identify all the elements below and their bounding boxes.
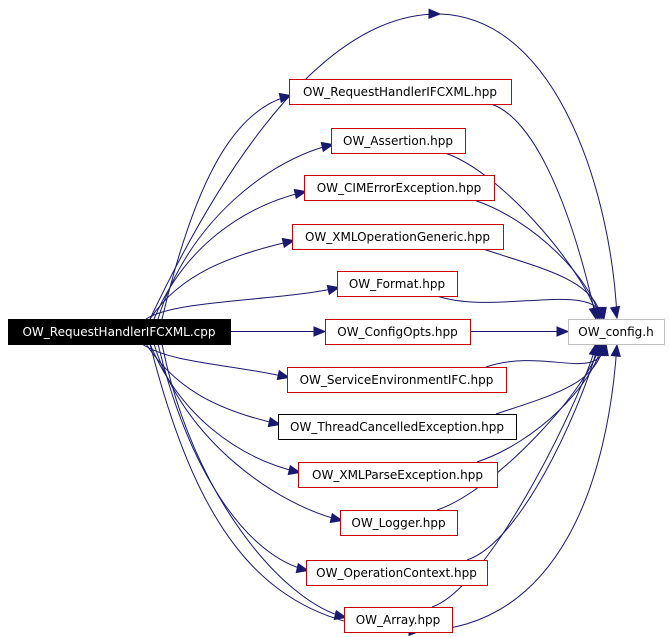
- edge-ow-threadcancelledexception-hpp-to-config-line: [495, 343, 605, 415]
- node-ow-cimerrorexception-hpp-box: [304, 175, 495, 201]
- nodes-layer: OW_RequestHandlerIFCXML.cpp OW_RequestHan…: [8, 79, 665, 633]
- edge-root-to-config-bottom-b: [419, 344, 618, 632]
- node-ow-cimerrorexception-hpp-label: OW_CIMErrorException.hpp: [317, 181, 482, 195]
- edge-root-to-ow-xmloperationgeneric-hpp-line: [149, 240, 295, 320]
- node-ow-assertion-hpp[interactable]: OW_Assertion.hpp: [331, 128, 466, 154]
- node-ow-serviceenvironmentifc-hpp[interactable]: OW_ServiceEnvironmentIFC.hpp: [287, 367, 507, 393]
- node-ow-assertion-hpp-label: OW_Assertion.hpp: [343, 134, 453, 148]
- node-ow-threadcancelledexception-hpp[interactable]: OW_ThreadCancelledException.hpp: [278, 414, 517, 440]
- edge-root-to-ow-format-hpp-arrowhead: [326, 284, 341, 296]
- target-node-box: [568, 319, 665, 345]
- edge-root-to-ow-array-hpp-arrowhead: [333, 609, 348, 621]
- edge-root-to-ow-xmlparseexception-hpp-line: [149, 343, 301, 473]
- node-ow-array-hpp[interactable]: OW_Array.hpp: [344, 607, 453, 633]
- root-node-box: [8, 319, 231, 345]
- edge-ow-serviceenvironmentifc-hpp-to-config-line: [485, 343, 607, 368]
- node-ow-operationcontext-hpp-box: [306, 560, 488, 586]
- node-ow-serviceenvironmentifc-hpp-label: OW_ServiceEnvironmentIFC.hpp: [300, 373, 494, 387]
- edge-root-to-ow-threadcancelledexception-hpp-arrowhead: [267, 416, 282, 428]
- node-ow-format-hpp-label: OW_Format.hpp: [349, 277, 445, 291]
- node-ow-xmlparseexception-hpp-box: [298, 462, 498, 488]
- edge-ow-xmloperationgeneric-hpp-to-config-line: [482, 248, 603, 320]
- edge-ow-configopts-hpp-to-config-arrowhead: [556, 326, 570, 337]
- node-ow-threadcancelledexception-hpp-label: OW_ThreadCancelledException.hpp: [290, 420, 504, 434]
- edge-root-to-ow-assertion-hpp-arrowhead: [320, 141, 335, 153]
- edge-root-to-ow-requesthandlerifcxml-hpp-arrowhead: [278, 92, 293, 104]
- edge-root-to-ow-logger-hpp-arrowhead: [329, 512, 344, 524]
- node-ow-logger-hpp-label: OW_Logger.hpp: [351, 516, 445, 530]
- edge-root-to-config-top-a-arrowhead: [428, 8, 442, 20]
- edge-root-to-ow-requesthandlerifcxml-hpp-line: [161, 95, 292, 320]
- node-ow-array-hpp-box: [344, 607, 453, 633]
- edge-root-to-config-bottom-arrowhead: [610, 343, 621, 358]
- node-ow-configopts-hpp[interactable]: OW_ConfigOpts.hpp: [325, 319, 471, 345]
- edge-root-to-ow-cimerrorexception-hpp-line: [153, 191, 307, 320]
- node-ow-logger-hpp-box: [340, 510, 458, 536]
- edge-root-to-ow-array-hpp-line: [161, 343, 347, 618]
- edges-layer: [141, 8, 621, 637]
- node-ow-assertion-hpp-box: [331, 128, 466, 154]
- edge-ow-format-hpp-to-config-arrowhead: [596, 306, 607, 321]
- target-node-label: OW_config.h: [578, 325, 653, 339]
- edge-root-to-ow-configopts-hpp-arrowhead: [313, 326, 327, 337]
- node-ow-operationcontext-hpp-label: OW_OperationContext.hpp: [316, 566, 477, 580]
- edge-ow-format-hpp-to-config-line: [436, 295, 605, 320]
- edge-root-to-ow-serviceenvironmentifc-hpp-arrowhead: [276, 369, 291, 381]
- edge-root-to-ow-xmlparseexception-hpp-arrowhead: [287, 464, 302, 476]
- node-ow-xmloperationgeneric-hpp-box: [292, 224, 504, 250]
- edge-root-to-config-top-b: [439, 13, 618, 319]
- edge-ow-assertion-hpp-to-config-line: [444, 152, 599, 320]
- root-node-label: OW_RequestHandlerIFCXML.cpp: [22, 325, 215, 339]
- node-ow-xmlparseexception-hpp[interactable]: OW_XMLParseException.hpp: [298, 462, 498, 488]
- edge-ow-xmlparseexception-hpp-to-config-line: [476, 343, 603, 463]
- node-ow-logger-hpp[interactable]: OW_Logger.hpp: [340, 510, 458, 536]
- edge-ow-array-hpp-to-config-line: [431, 343, 597, 608]
- node-ow-requesthandlerifcxml-hpp[interactable]: OW_RequestHandlerIFCXML.hpp: [289, 79, 512, 105]
- edge-root-to-ow-threadcancelledexception-hpp-line: [145, 343, 281, 425]
- node-ow-configopts-hpp-label: OW_ConfigOpts.hpp: [337, 325, 458, 339]
- edge-root-to-ow-logger-hpp-line: [153, 343, 343, 521]
- edge-ow-cimerrorexception-hpp-to-config-line: [473, 199, 601, 320]
- edge-root-to-ow-serviceenvironmentifc-hpp-line: [141, 343, 290, 378]
- node-ow-xmloperationgeneric-hpp-label: OW_XMLOperationGeneric.hpp: [305, 230, 490, 244]
- node-ow-serviceenvironmentifc-hpp-box: [287, 367, 507, 393]
- node-ow-threadcancelledexception-hpp-box: [278, 414, 517, 440]
- node-ow-xmloperationgeneric-hpp[interactable]: OW_XMLOperationGeneric.hpp: [292, 224, 504, 250]
- root-node: OW_RequestHandlerIFCXML.cpp: [8, 319, 231, 345]
- node-ow-operationcontext-hpp[interactable]: OW_OperationContext.hpp: [306, 560, 488, 586]
- edge-ow-operationcontext-hpp-to-config-line: [466, 343, 599, 561]
- edge-root-to-config-top-a-line: [149, 13, 441, 320]
- node-ow-requesthandlerifcxml-hpp-box: [289, 79, 512, 105]
- node-ow-configopts-hpp-box: [325, 319, 471, 345]
- edge-root-to-ow-cimerrorexception-hpp-arrowhead: [293, 188, 308, 200]
- node-ow-requesthandlerifcxml-hpp-label: OW_RequestHandlerIFCXML.hpp: [303, 85, 497, 99]
- node-ow-xmlparseexception-hpp-label: OW_XMLParseException.hpp: [312, 468, 483, 482]
- edge-root-to-ow-format-hpp-line: [145, 287, 340, 320]
- edge-ow-requesthandlerifcxml-hpp-to-config-line: [490, 103, 597, 320]
- edge-root-to-ow-assertion-hpp-line: [157, 144, 334, 320]
- edge-root-to-ow-operationcontext-hpp-arrowhead: [295, 562, 310, 574]
- node-ow-format-hpp-box: [337, 271, 458, 297]
- node-ow-format-hpp[interactable]: OW_Format.hpp: [337, 271, 458, 297]
- node-ow-array-hpp-label: OW_Array.hpp: [356, 613, 441, 627]
- target-node[interactable]: OW_config.h: [568, 319, 665, 345]
- edge-root-to-config-top-arrowhead: [609, 305, 621, 320]
- edge-root-to-ow-operationcontext-hpp-line: [157, 343, 309, 571]
- edge-ow-array-hpp-to-config-arrowhead: [588, 342, 599, 357]
- edge-root-to-ow-xmloperationgeneric-hpp-arrowhead: [281, 237, 296, 249]
- node-ow-cimerrorexception-hpp[interactable]: OW_CIMErrorException.hpp: [304, 175, 495, 201]
